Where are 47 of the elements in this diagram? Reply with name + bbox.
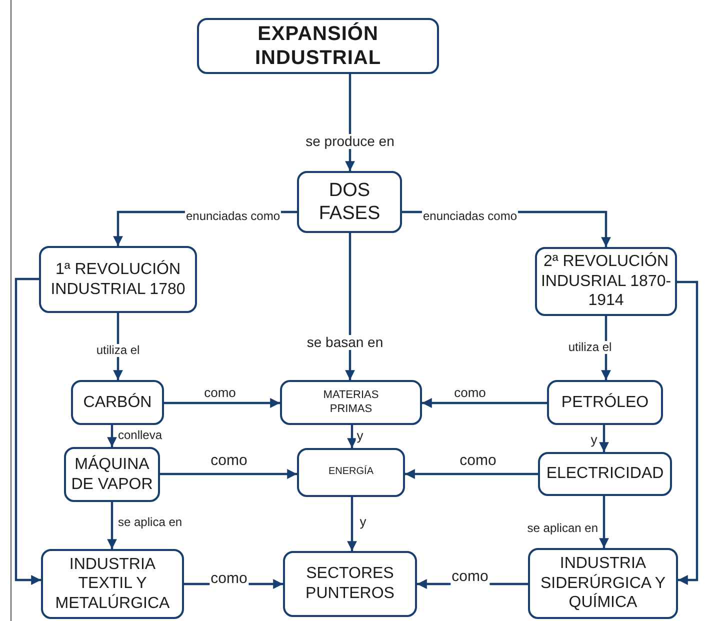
concept-box xyxy=(71,380,164,425)
arrow xyxy=(405,469,538,479)
node-text: ELECTRICIDAD xyxy=(546,464,664,484)
concept-box xyxy=(41,549,184,619)
arrow xyxy=(14,278,41,585)
edge-label: se produce en xyxy=(304,134,396,149)
node-text: PETRÓLEO xyxy=(561,392,649,412)
concept-box xyxy=(39,246,197,313)
node-text: SECTORES PUNTEROS xyxy=(305,564,395,604)
concept-box xyxy=(197,18,439,74)
concept-box xyxy=(280,380,422,425)
edge-label: se aplica en xyxy=(117,516,184,529)
arrow xyxy=(164,398,280,408)
edge-label: se aplican en xyxy=(526,522,599,535)
arrow xyxy=(347,497,357,551)
concept-box xyxy=(538,452,672,496)
arrow xyxy=(107,425,117,447)
arrow xyxy=(107,502,117,549)
arrow xyxy=(599,496,609,548)
edge-label: enunciadas como xyxy=(184,210,282,223)
node-text: 1ª REVOLUCIÓN INDUSTRIAL 1780 xyxy=(50,260,186,300)
concept-box xyxy=(547,380,663,425)
node-text: MATERIAS PRIMAS xyxy=(322,389,380,416)
arrow xyxy=(599,425,609,452)
node-text: EXPANSIÓN INDUSTRIAL xyxy=(254,22,382,70)
node-text: INDUSTRIA SIDERÚRGICA Y QUÍMICA xyxy=(539,554,667,613)
node-text: DOS FASES xyxy=(318,178,380,226)
concept-box xyxy=(283,551,417,617)
edge-label: utiliza el xyxy=(567,340,613,354)
concept-box xyxy=(528,548,678,619)
concept-box xyxy=(64,447,160,502)
node-text: CARBÓN xyxy=(83,392,152,412)
arrow xyxy=(160,469,297,479)
edge-label: se basan en xyxy=(306,334,384,350)
edge-label: utiliza el xyxy=(95,344,141,357)
arrow xyxy=(422,398,547,408)
arrow xyxy=(677,280,698,585)
edge-label: enunciadas como xyxy=(422,210,518,223)
concept-box xyxy=(297,171,402,233)
node-text: 2ª REVOLUCIÓN INDUSRIAL 1870-1914 xyxy=(540,252,672,311)
node-text: ENERGÍA xyxy=(328,466,374,479)
node-text: MÁQUINA DE VAPOR xyxy=(70,454,154,494)
arrow xyxy=(347,425,357,448)
concept-box xyxy=(297,448,405,497)
node-text: INDUSTRIA TEXTIL Y METALÚRGICA xyxy=(54,554,171,614)
arrow xyxy=(345,233,355,380)
edge-label: conlleva xyxy=(117,428,164,442)
